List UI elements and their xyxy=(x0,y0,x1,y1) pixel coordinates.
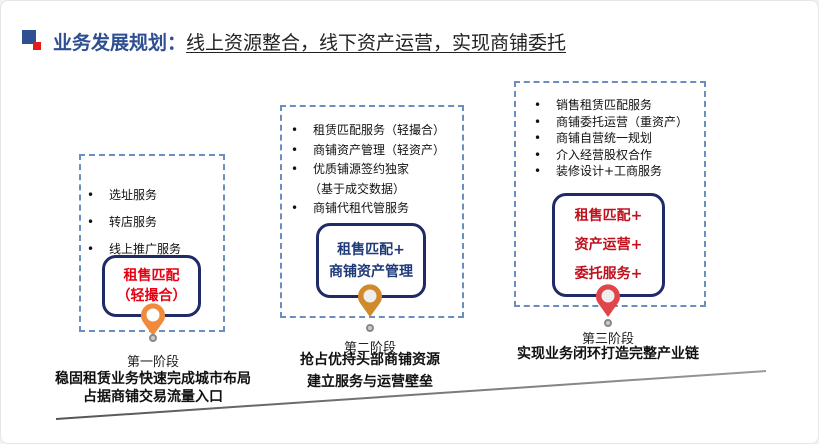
timeline-dot-icon xyxy=(604,319,612,327)
desc-line: 建立服务与运营壁垒 xyxy=(307,374,433,390)
core-line: 委托服务+ xyxy=(574,265,643,282)
list-item: 转店服务 xyxy=(81,209,181,236)
stage2-label: 第二阶段 xyxy=(343,341,397,356)
list-item: 介入经营股权合作 xyxy=(528,147,688,164)
list-item: 商铺代租代管服务 xyxy=(285,199,445,219)
stage3-list: 销售租赁匹配服务 商铺委托运营（重资产） 商铺自营统一规划 介入经营股权合作 装… xyxy=(528,97,688,180)
stage3-core: 租售匹配+ 资产运营+ 委托服务+ xyxy=(552,193,665,297)
list-item: 商铺委托运营（重资产） xyxy=(528,114,688,131)
list-item: 线上推广服务 xyxy=(81,236,181,263)
map-pin-icon xyxy=(358,284,382,317)
stage2-box xyxy=(280,105,464,318)
stage1-desc: 稳固租赁业务快速完成城市布局占据商铺交易流量入口 xyxy=(55,370,251,406)
timeline-dot-icon xyxy=(366,324,374,332)
list-item: 优质铺源签约独家 xyxy=(285,160,445,180)
stage1-label: 第一阶段 xyxy=(126,355,180,370)
map-pin-icon xyxy=(141,303,165,336)
stage2-desc: 抢占优持头部商铺资源建立服务与运营壁垒 xyxy=(300,349,440,393)
core-line: 租售匹配+ xyxy=(574,207,643,224)
map-pin-icon xyxy=(596,284,620,317)
list-item: 选址服务 xyxy=(81,182,181,209)
desc-line: 抢占优持头部商铺资源 xyxy=(300,352,440,368)
stage3-desc: 实现业务闭环打造完整产业链 xyxy=(517,345,699,363)
core-line: 租售匹配+ xyxy=(337,241,405,258)
title-subtitle: 线上资源整合，线下资产运营，实现商铺委托 xyxy=(186,32,567,54)
stage3-label: 第三阶段 xyxy=(581,332,635,347)
list-item: （基于成交数据） xyxy=(309,181,406,196)
core-line: （轻撮合） xyxy=(116,288,187,304)
page-title: 业务发展规划：线上资源整合，线下资产运营，实现商铺委托 xyxy=(53,28,566,55)
list-item: 商铺自营统一规划 xyxy=(528,130,688,147)
desc-line: 稳固租赁业务快速完成城市布局 xyxy=(55,371,251,387)
desc-line: 占据商铺交易流量入口 xyxy=(83,389,223,405)
list-item: 商铺资产管理（轻资产） xyxy=(285,141,445,161)
timeline-dot-icon xyxy=(149,334,157,342)
title-main: 业务发展规划： xyxy=(53,32,187,54)
list-item: 租赁匹配服务（轻撮合） xyxy=(285,121,445,141)
desc-line: 实现业务闭环打造完整产业链 xyxy=(517,346,699,362)
list-item: 销售租赁匹配服务 xyxy=(528,97,688,114)
core-line: 租售匹配 xyxy=(123,268,180,284)
stage2-list: 租赁匹配服务（轻撮合） 商铺资产管理（轻资产） 优质铺源签约独家 （基于成交数据… xyxy=(285,121,445,219)
stage1-list: 选址服务 转店服务 线上推广服务 xyxy=(81,182,181,263)
core-line: 资产运营+ xyxy=(574,236,643,253)
logo-square-icon xyxy=(22,30,36,44)
list-item: 装修设计+工商服务 xyxy=(528,163,688,180)
logo-accent-icon xyxy=(33,42,41,50)
core-line: 商铺资产管理 xyxy=(329,263,413,280)
